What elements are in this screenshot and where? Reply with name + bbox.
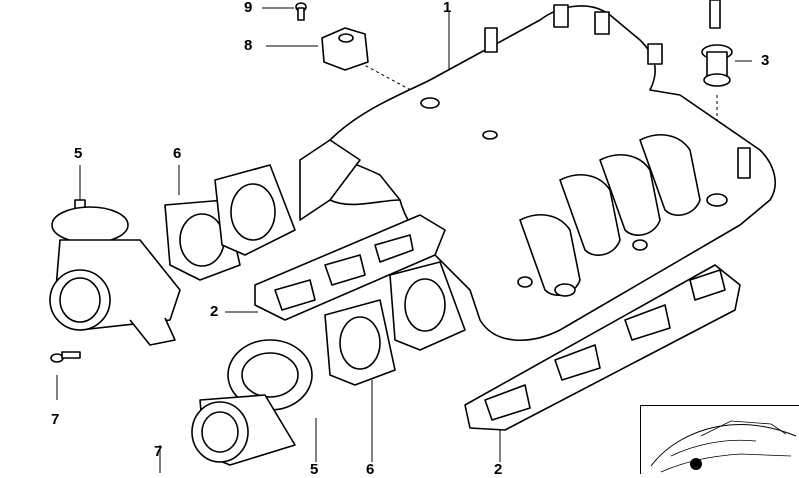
sensor-bracket [321, 27, 369, 71]
callout-5-upper: 5 [74, 145, 83, 162]
screw [295, 2, 307, 21]
manifold-gasket-left [254, 214, 446, 321]
callout-6-upper: 6 [173, 145, 182, 162]
bolt-lower-left [50, 351, 81, 363]
car-outline-icon [650, 420, 797, 473]
manifold-flange-lower [389, 261, 466, 351]
egr-valve-upper [49, 199, 181, 346]
egr-valve-lower [191, 339, 313, 466]
callout-7-left: 7 [51, 411, 60, 428]
vehicle-location-inset [640, 405, 799, 474]
manifold-gasket-right [464, 264, 741, 431]
location-marker [690, 458, 702, 470]
intake-manifold [299, 4, 776, 341]
callout-8: 8 [244, 37, 253, 54]
callout-5-lower: 5 [310, 461, 319, 478]
callout-2-right: 2 [494, 461, 503, 478]
callout-2-left: 2 [210, 303, 219, 320]
manifold-flange-upper [214, 164, 296, 256]
callout-3: 3 [761, 52, 770, 69]
gasket-lower [324, 299, 396, 386]
callout-7-bottom: 7 [154, 443, 163, 460]
callout-6-lower: 6 [366, 461, 375, 478]
bolt-with-bushing [701, 0, 733, 87]
callout-9: 9 [244, 0, 253, 16]
callout-1: 1 [443, 0, 452, 16]
